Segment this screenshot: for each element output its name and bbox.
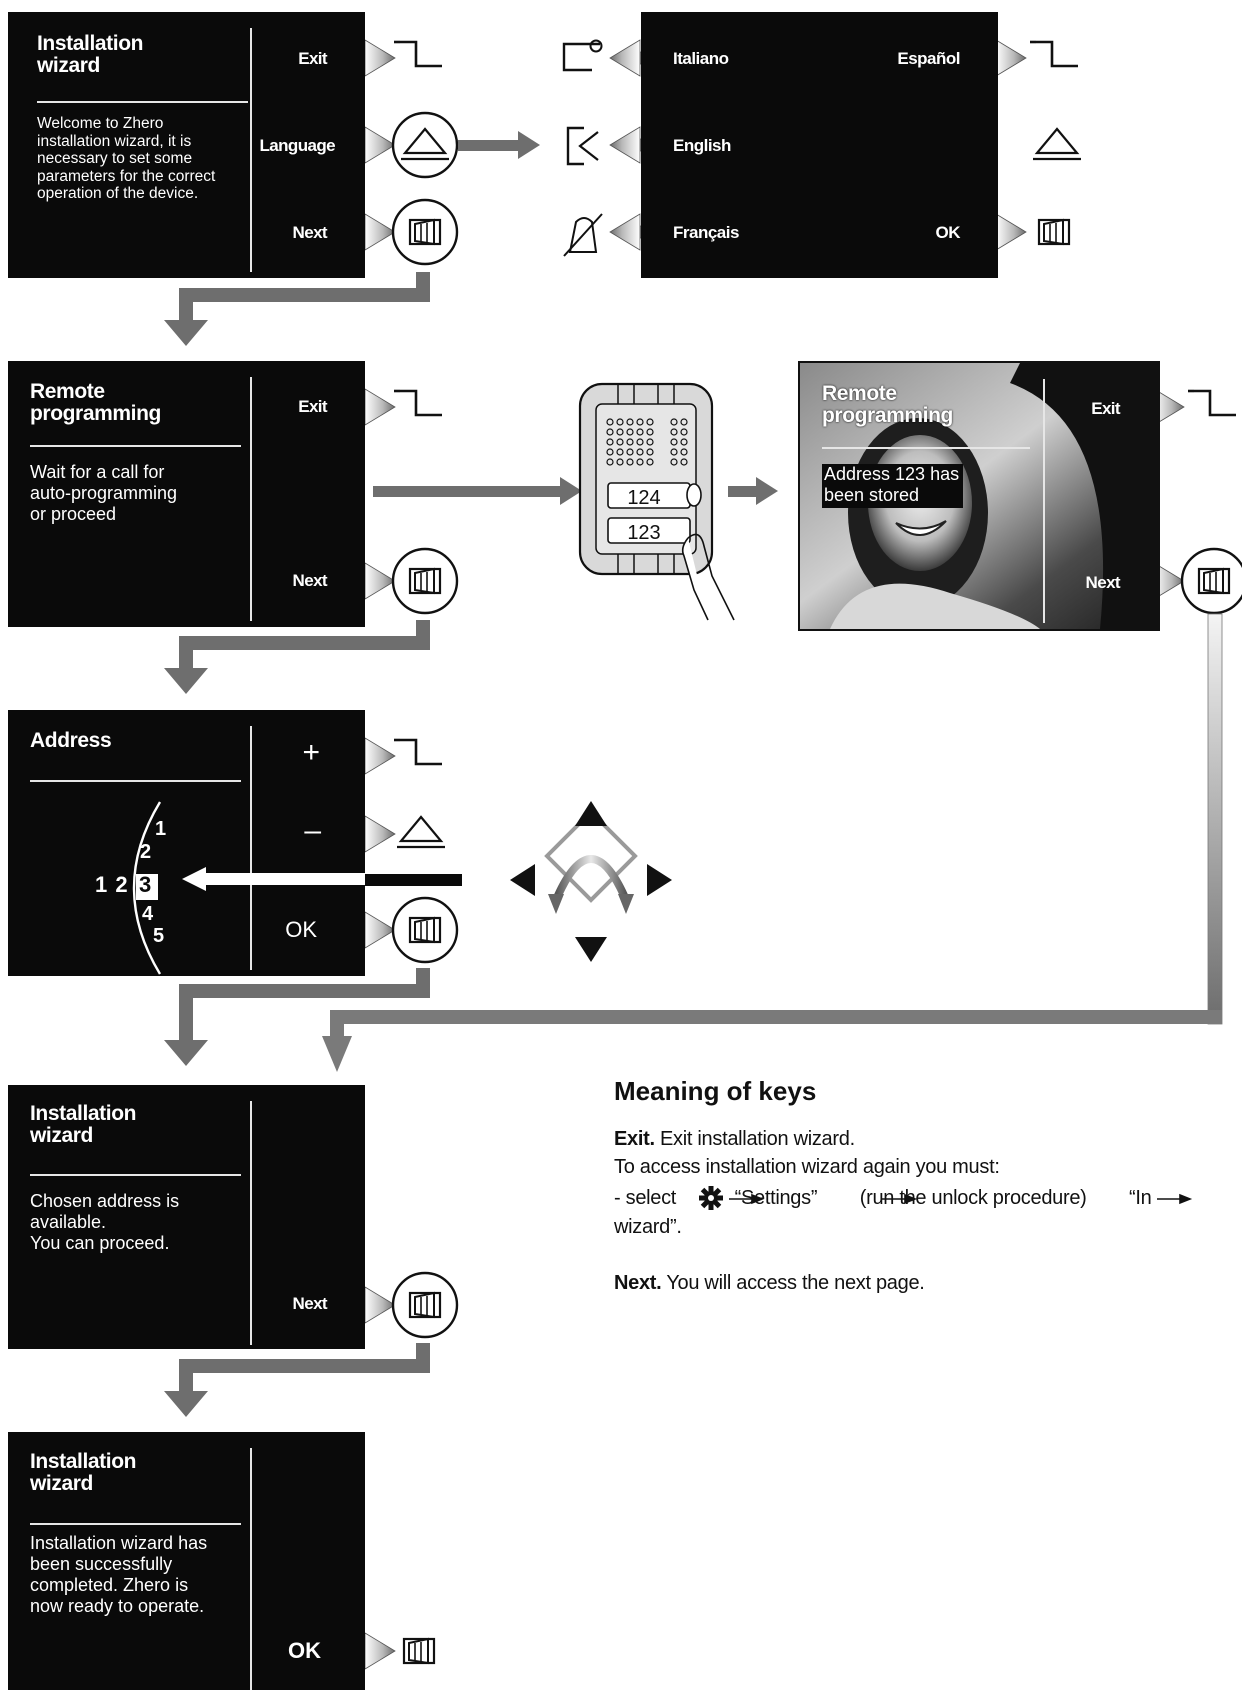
flow-arrow-head-3	[756, 477, 778, 505]
flow-long-connector	[1208, 614, 1222, 1024]
language-screen: Italiano English Français Español OK	[641, 12, 998, 278]
next-button-icon-2	[393, 549, 457, 613]
selection-line	[362, 874, 462, 886]
next-button-icon	[393, 200, 457, 264]
next-meaning: Next. You will access the next page.	[614, 1272, 925, 1295]
nav-right-icon	[647, 864, 672, 896]
ok-key-label[interactable]: OK	[936, 223, 961, 243]
next-button-icon-4	[393, 1273, 457, 1337]
flow-arrow-head	[518, 131, 540, 159]
triangle-icon-2	[1033, 129, 1081, 159]
panel-button-123: 123	[627, 522, 660, 544]
flow-arrow-head-2	[560, 477, 582, 505]
flow-arrow-down-1	[164, 272, 430, 346]
ok-button-icon	[393, 898, 457, 962]
exit-key-label[interactable]: Exit	[298, 49, 327, 69]
select-arrow-icon	[182, 864, 365, 894]
language-key-label[interactable]: Language	[260, 136, 336, 156]
exit-key-label[interactable]: Exit	[1091, 399, 1120, 419]
language-english[interactable]: English	[673, 136, 731, 156]
bracket-icon	[568, 128, 598, 164]
panel-button-124: 124	[627, 487, 660, 509]
exit-key-label[interactable]: Exit	[298, 397, 327, 417]
intercom-icon	[564, 41, 602, 71]
dial-number-1: 1	[155, 818, 166, 841]
address-available-screen: Installationwizard Chosen address isavai…	[8, 1085, 365, 1349]
triangle-icon-3	[397, 817, 445, 847]
flow-arrow-down-join	[322, 1036, 352, 1072]
exit-icon-2	[1030, 42, 1078, 66]
exit-icon	[394, 42, 442, 66]
language-francais[interactable]: Français	[673, 223, 739, 243]
nav-left-icon	[510, 864, 535, 896]
nav-up-icon	[575, 801, 607, 826]
exit-icon-4	[1188, 391, 1236, 415]
dial-number-5: 5	[153, 925, 164, 948]
minus-key-label[interactable]: –	[304, 814, 321, 848]
mute-bell-icon	[564, 214, 602, 256]
plus-key-label[interactable]: +	[302, 736, 320, 770]
nav-down-icon	[575, 937, 607, 962]
select-instructions: - select “Settings” (run the unlock proc…	[614, 1187, 1152, 1210]
exit-icon-3	[394, 391, 442, 415]
door-icon-7	[404, 1639, 434, 1663]
dial-number-4: 4	[142, 903, 153, 926]
flow-arrow-down-2	[164, 620, 430, 694]
exit-icon-5	[394, 740, 442, 764]
dial-number-2: 2	[140, 841, 151, 864]
meaning-title: Meaning of keys	[614, 1076, 816, 1107]
ok-key-label[interactable]: OK	[288, 1638, 321, 1664]
next-key-label[interactable]: Next	[293, 223, 327, 243]
next-key-label[interactable]: Next	[293, 571, 327, 591]
wizard-end: wizard”.	[614, 1216, 682, 1239]
flow-long-connector-h	[344, 1010, 1222, 1024]
language-italiano[interactable]: Italiano	[673, 49, 729, 69]
door-icon-2	[1039, 220, 1069, 244]
screen-title: Address	[30, 730, 111, 752]
language-button-icon	[393, 113, 457, 177]
dial-row-prefix: 1 2	[95, 872, 129, 898]
next-key-label[interactable]: Next	[293, 1294, 327, 1314]
flow-arrow-body-2	[373, 486, 563, 497]
next-button-icon-3	[1182, 549, 1242, 613]
flow-arrow-body-3	[728, 486, 758, 497]
flow-arrow-body	[458, 140, 520, 151]
exit-meaning: Exit. Exit installation wizard.	[614, 1128, 855, 1151]
access-text: To access installation wizard again you …	[614, 1156, 1000, 1179]
flow-arrow-down-4	[164, 1343, 430, 1417]
navigation-pad-icon	[510, 801, 672, 962]
next-key-label[interactable]: Next	[1086, 573, 1120, 593]
dial-selected-3: 3	[139, 872, 151, 898]
ok-key-label[interactable]: OK	[285, 917, 317, 943]
address-screen: Address 1 2 1 2 3 4 5 + – OK	[8, 710, 365, 976]
language-espanol[interactable]: Español	[897, 49, 960, 69]
